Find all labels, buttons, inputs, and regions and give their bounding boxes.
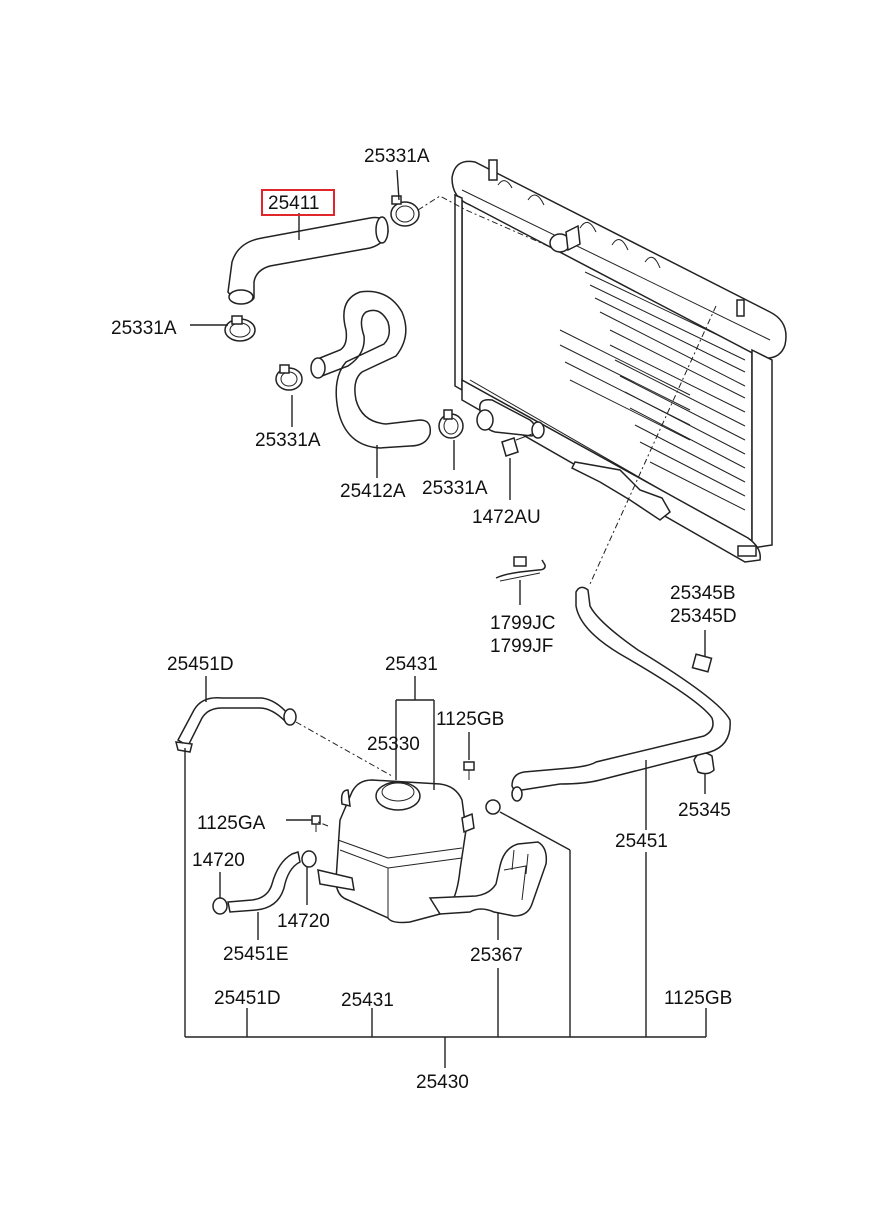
highlight-box bbox=[261, 189, 335, 216]
drain-plug-1472AU bbox=[501, 433, 533, 457]
hose-end bbox=[228, 289, 254, 305]
label-25451E[interactable]: 25451E bbox=[223, 944, 289, 965]
label-25345B[interactable]: 25345B bbox=[670, 583, 736, 604]
label-25345[interactable]: 25345 bbox=[678, 800, 731, 821]
label-25331A-right[interactable]: 25331A bbox=[422, 478, 488, 499]
label-1125GB-bottom[interactable]: 1125GB bbox=[664, 988, 732, 1009]
clamp-25331A-left bbox=[224, 315, 256, 342]
hose-end bbox=[375, 216, 389, 244]
clamp-14720-a bbox=[212, 897, 228, 915]
clamp-14720-b bbox=[301, 850, 317, 868]
radiator bbox=[451, 159, 787, 563]
reservoir-tank-25431 bbox=[317, 779, 475, 924]
part-labels: 25411 25331A 25331A 25331A 25331A 25412A… bbox=[111, 146, 737, 1093]
label-25451D-top[interactable]: 25451D bbox=[167, 654, 234, 675]
label-1125GB-top[interactable]: 1125GB bbox=[436, 709, 504, 730]
hose-1799JC bbox=[495, 556, 546, 582]
clamp-25331A-mid bbox=[275, 364, 303, 391]
bracket-detail bbox=[503, 849, 529, 901]
clamp-25451D bbox=[175, 708, 297, 753]
leader-lines bbox=[184, 169, 717, 1068]
label-1799JF[interactable]: 1799JF bbox=[490, 636, 553, 657]
grommet-25367 bbox=[485, 799, 501, 815]
label-25451D-bottom[interactable]: 25451D bbox=[214, 988, 281, 1009]
label-25331A-top[interactable]: 25331A bbox=[364, 146, 430, 167]
upper-hose-25411 bbox=[227, 216, 389, 304]
label-25431-bottom[interactable]: 25431 bbox=[341, 990, 394, 1011]
bolt-1125GB bbox=[463, 761, 475, 780]
clip-25345B bbox=[691, 653, 713, 673]
clamp-25331A-right bbox=[438, 409, 464, 439]
label-1799JC[interactable]: 1799JC bbox=[490, 613, 556, 634]
label-1125GA[interactable]: 1125GA bbox=[197, 813, 266, 834]
lower-hose-25412A bbox=[313, 290, 432, 449]
label-1472AU[interactable]: 1472AU bbox=[472, 507, 541, 528]
label-25431-top[interactable]: 25431 bbox=[385, 654, 438, 675]
label-25412A[interactable]: 25412A bbox=[340, 481, 406, 502]
hose-25451D bbox=[177, 697, 289, 748]
hose-25451E bbox=[227, 851, 301, 913]
label-25330[interactable]: 25330 bbox=[367, 734, 420, 755]
label-25430[interactable]: 25430 bbox=[416, 1072, 469, 1093]
bracket-25367 bbox=[428, 841, 548, 917]
label-14720-b[interactable]: 14720 bbox=[277, 911, 330, 932]
label-14720-a[interactable]: 14720 bbox=[192, 850, 245, 871]
label-25331A-left[interactable]: 25331A bbox=[111, 318, 177, 339]
hose-end bbox=[310, 357, 326, 379]
clamp-25331A-top bbox=[390, 195, 420, 227]
label-25451[interactable]: 25451 bbox=[615, 831, 668, 852]
label-25345D[interactable]: 25345D bbox=[670, 606, 737, 627]
label-25331A-mid[interactable]: 25331A bbox=[255, 430, 321, 451]
label-25367[interactable]: 25367 bbox=[470, 945, 523, 966]
label-25411[interactable]: 25411 bbox=[268, 193, 319, 214]
hose-end bbox=[511, 786, 523, 802]
bolt-1125GA bbox=[311, 815, 321, 832]
